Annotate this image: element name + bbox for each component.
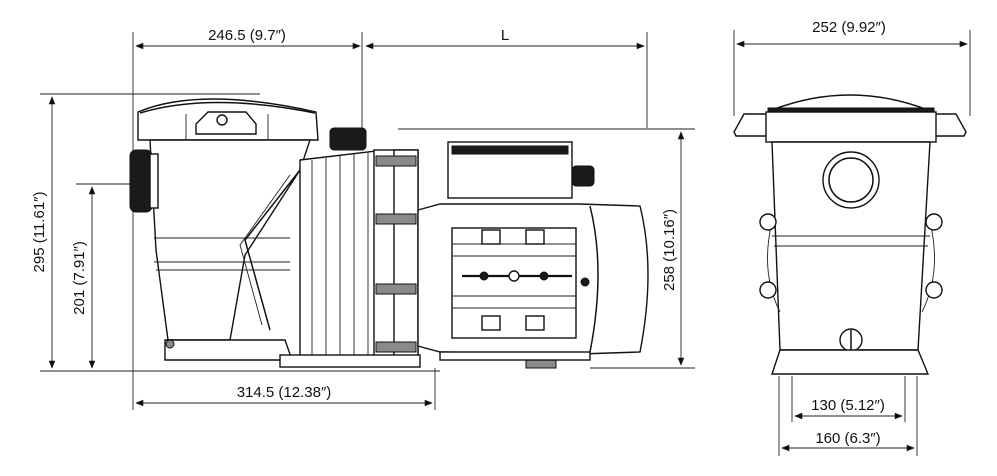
pump-volute [279, 127, 421, 368]
dim-end-width: 252 (9.92″) [812, 19, 886, 36]
pump-end-view [733, 94, 967, 375]
strainer-housing [129, 98, 319, 361]
motor [417, 141, 649, 369]
dim-foot-inner: 130 (5.12″) [811, 397, 885, 414]
dim-motor-height: 258 (10.16″) [661, 209, 678, 291]
dim-inlet-height: 201 (7.91″) [71, 241, 88, 315]
dim-foot-outer: 160 (6.3″) [815, 430, 880, 447]
end-view-extensions [733, 30, 971, 456]
dim-total-height: 295 (11.61″) [31, 192, 48, 273]
dimension-lines [48, 42, 685, 407]
dim-motor-length: L [501, 27, 509, 44]
dim-base-length: 314.5 (12.38″) [237, 384, 332, 401]
extension-lines [40, 32, 695, 410]
dim-top-left-width: 246.5 (9.7″) [208, 27, 286, 44]
